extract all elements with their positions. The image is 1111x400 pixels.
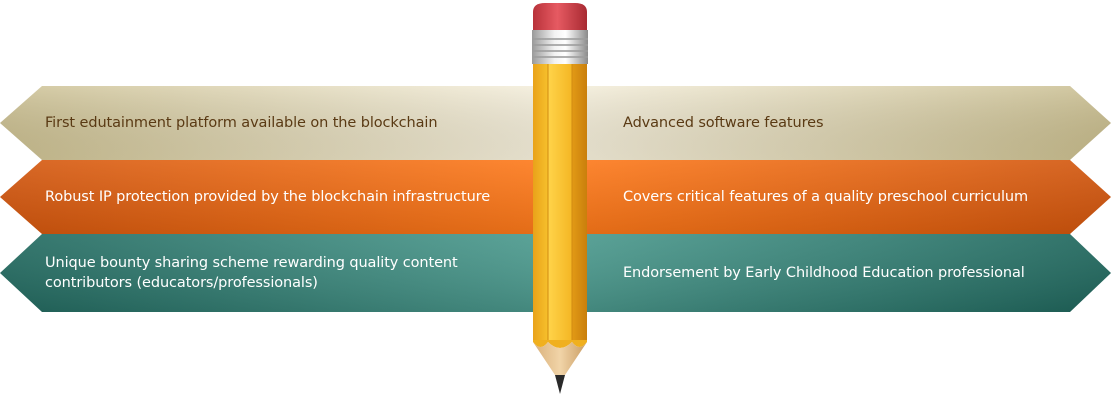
row-1-left-text: First edutainment platform available on … (45, 86, 525, 160)
row-1-right-label: Advanced software features (623, 115, 824, 131)
row-3-left-label: Unique bounty sharing scheme rewarding q… (45, 255, 458, 291)
row-2-left-label: Robust IP protection provided by the blo… (45, 189, 491, 205)
pencil-icon (532, 3, 588, 394)
row-3-left-text: Unique bounty sharing scheme rewarding q… (45, 234, 525, 312)
row-1-right-text: Advanced software features (623, 86, 1083, 160)
row-2-left-text: Robust IP protection provided by the blo… (45, 160, 525, 234)
row-1-left-label: First edutainment platform available on … (45, 115, 438, 131)
row-3-right-text: Endorsement by Early Childhood Education… (623, 234, 1083, 312)
row-3-right-label: Endorsement by Early Childhood Education… (623, 265, 1025, 281)
row-2-right-text: Covers critical features of a quality pr… (623, 160, 1083, 234)
row-2-right-label: Covers critical features of a quality pr… (623, 189, 1029, 205)
